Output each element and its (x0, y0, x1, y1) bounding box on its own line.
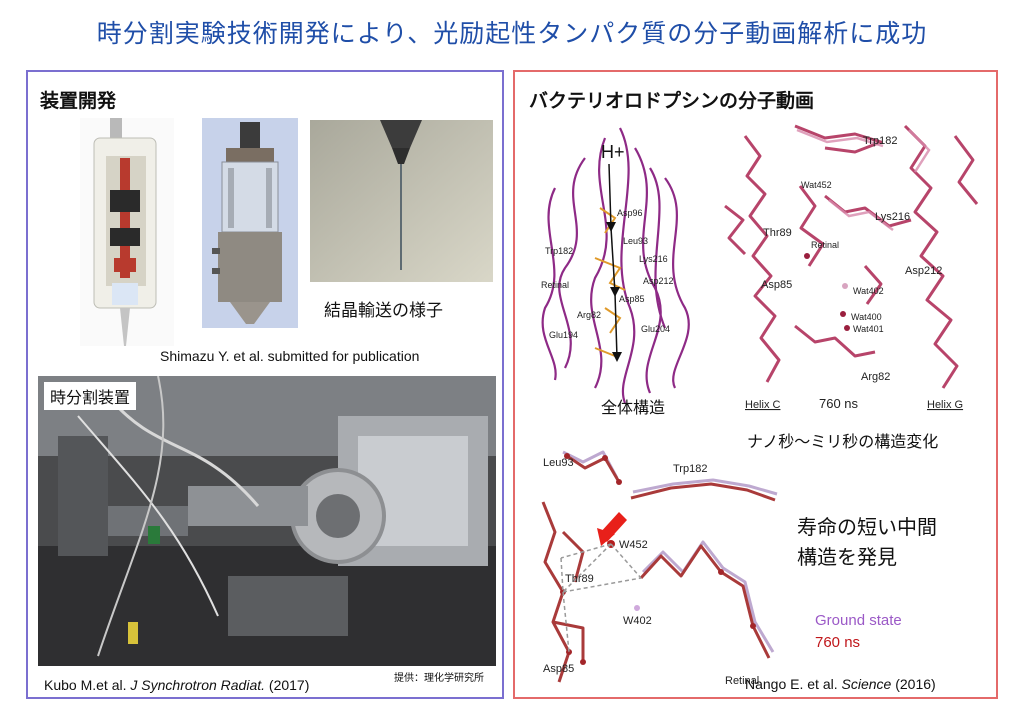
device-label: 時分割装置 (44, 382, 137, 410)
label-lys216: Lys216 (639, 254, 668, 264)
kubo-citation: Kubo M.et al. J Synchrotron Radiat. (201… (44, 677, 309, 693)
zoom-label-leu93: Leu93 (543, 457, 574, 469)
overall-structure-diagram: H+ Asp96 Leu93 Trp182 Lys216 Retinal Asp… (541, 127, 690, 404)
proton-label: H+ (601, 142, 625, 162)
label-trp182: Trp182 (545, 246, 573, 256)
device-heading: 装置開発 (40, 90, 117, 112)
kubo-citation-author: Kubo M.et al. (44, 677, 127, 693)
chamber-photo (202, 118, 298, 328)
discovery-line-1: 寿命の短い中間 (797, 515, 937, 539)
shimazu-credit: Shimazu Y. et al. submitted for publicat… (160, 348, 420, 364)
detail-label-lys216: Lys216 (875, 211, 910, 223)
timescale-caption: ナノ秒〜ミリ秒の構造変化 (747, 432, 939, 451)
nango-citation-journal: Science (841, 676, 892, 692)
label-glu204: Glu204 (641, 324, 670, 334)
kubo-citation-journal: J Synchrotron Radiat. (130, 677, 266, 693)
legend-760ns: 760 ns (815, 634, 861, 651)
zoom-label-retinal: Retinal (725, 675, 759, 687)
helix-c-label: Helix C (745, 399, 781, 411)
overall-structure-caption: 全体構造 (601, 398, 666, 417)
crystal-transport-caption: 結晶輸送の様子 (324, 301, 443, 321)
nango-citation: Nango E. et al. Science (2016) (745, 676, 936, 692)
detail-structure-diagram: Trp182 Wat452 Lys216 Thr89 Retinal Asp21… (724, 124, 979, 411)
label-asp96: Asp96 (617, 208, 643, 218)
detail-label-thr89: Thr89 (763, 227, 792, 239)
detail-label-asp85: Asp85 (761, 279, 792, 291)
kubo-citation-year: (2017) (268, 677, 310, 693)
detail-label-wat402: Wat402 (853, 286, 884, 296)
zoom-label-asp85: Asp85 (543, 663, 574, 675)
bacteriorhodopsin-panel: バクテリオロドプシンの分子動画 H+ Asp96 (513, 70, 998, 699)
discovery-text: 寿命の短い中間 構造を発見 (797, 512, 937, 572)
label-glu194: Glu194 (549, 330, 578, 340)
zoom-label-w452: W452 (619, 539, 648, 551)
legend-ground-state: Ground state (815, 612, 902, 629)
label-retinal: Retinal (541, 280, 569, 290)
detail-label-retinal: Retinal (811, 240, 839, 250)
detail-time-label: 760 ns (819, 396, 859, 411)
detail-label-arg82: Arg82 (861, 371, 890, 383)
zoom-label-thr89: Thr89 (565, 573, 594, 585)
detail-label-trp182: Trp182 (863, 135, 897, 147)
label-asp212: Asp212 (643, 276, 674, 286)
zoom-label-trp182: Trp182 (673, 463, 707, 475)
device-development-panel: 装置開発 (26, 70, 504, 699)
helix-g-label: Helix G (927, 399, 963, 411)
zoom-structure-diagram: Leu93 Trp182 W452 Thr89 W402 Asp85 Retin… (541, 450, 778, 687)
label-asp85: Asp85 (619, 294, 645, 304)
detail-label-wat452: Wat452 (801, 180, 832, 190)
detail-label-asp212: Asp212 (905, 265, 942, 277)
discovery-line-2: 構造を発見 (797, 545, 897, 569)
injector-photo (80, 118, 174, 346)
nango-citation-author: Nango E. et al. (745, 676, 838, 692)
detail-label-wat401: Wat401 (853, 324, 884, 334)
label-arg82: Arg82 (577, 310, 601, 320)
nango-citation-year: (2016) (895, 676, 936, 692)
label-leu93: Leu93 (623, 236, 648, 246)
movie-heading: バクテリオロドプシンの分子動画 (529, 90, 815, 112)
photo-credit: 提供：理化学研究所 (394, 673, 484, 684)
zoom-label-w402: W402 (623, 615, 652, 627)
time-resolved-device-photo (38, 376, 496, 666)
detail-label-wat400: Wat400 (851, 312, 882, 322)
page-title: 時分割実験技術開発により、光励起性タンパク質の分子動画解析に成功 (96, 19, 928, 48)
crystal-jet-photo (310, 120, 493, 282)
